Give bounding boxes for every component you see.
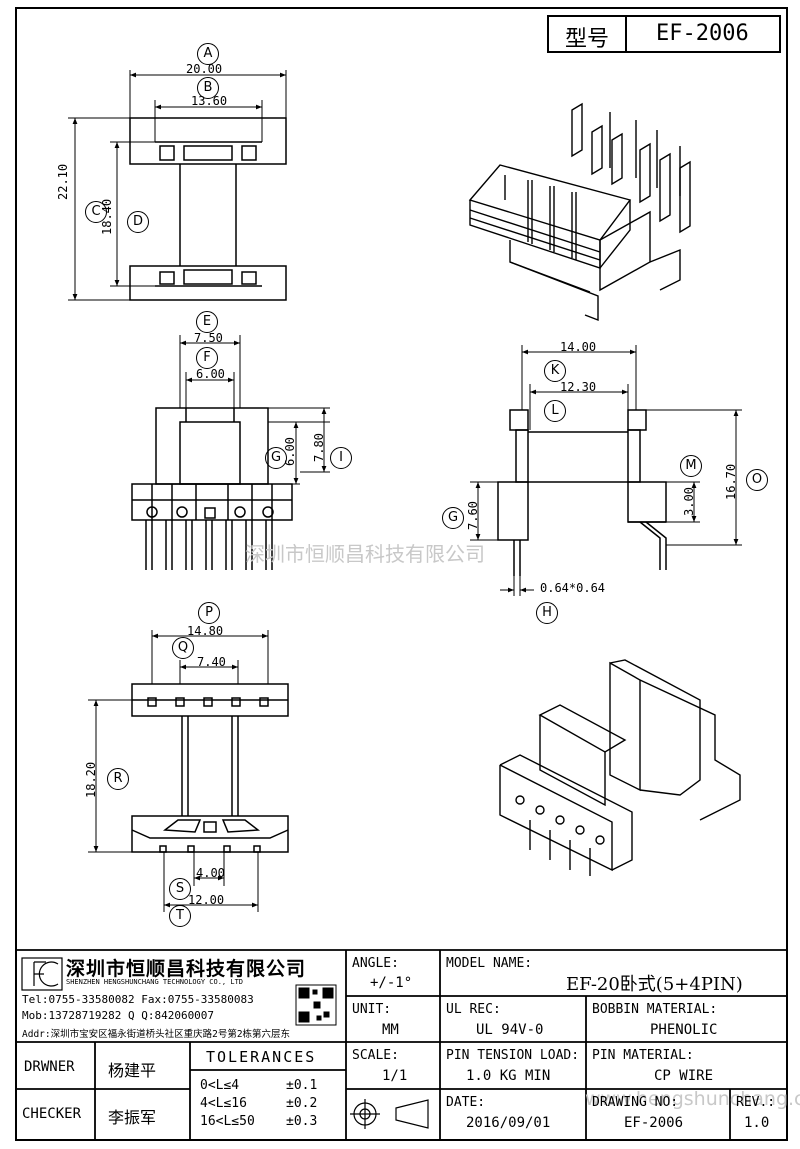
bottom-view (131, 683, 289, 853)
company-tel: Tel:0755-33580082 Fax:0755-33580083 (22, 993, 254, 1006)
drawing-border (15, 7, 788, 1141)
callout-c: C (85, 201, 107, 223)
angle-value: +/-1° (370, 975, 413, 991)
callout-i: I (330, 447, 352, 469)
dim-p: 14.80 (187, 624, 224, 638)
model-name-value: EF-20卧式(5+4PIN) (566, 974, 743, 995)
callout-g: G (442, 507, 464, 529)
bobbin-material-label: BOBBIN MATERIAL: (592, 1002, 718, 1017)
unit-value: MM (382, 1022, 399, 1038)
dim-e: 7.50 (194, 331, 223, 345)
callout-e: E (196, 311, 218, 333)
ul-rec-label: UL REC: (446, 1002, 501, 1017)
checker-value: 李振军 (108, 1108, 157, 1127)
callout-b: B (197, 77, 219, 99)
dim-c: 22.10 (56, 163, 70, 200)
date-label: DATE: (446, 1095, 486, 1110)
ul-rec-value: UL 94V-0 (476, 1022, 544, 1038)
rev-value: 1.0 (744, 1115, 770, 1131)
company-name-en: SHENZHEN HENGSHUNCHANG TECHNOLOGY CO., L… (66, 978, 244, 986)
company-addr: Addr:深圳市宝安区福永街道桥头社区重庆路2号第2栋第六层东 (22, 1029, 291, 1040)
dim-o: 16.70 (724, 463, 738, 500)
scale-label: SCALE: (352, 1048, 399, 1063)
qr-code-icon (295, 984, 337, 1026)
callout-h: H (536, 602, 558, 624)
front-view (131, 407, 293, 570)
callout-d: D (127, 211, 149, 233)
model-number: EF-2006 (656, 21, 749, 46)
drawing-no-value: EF-2006 (624, 1115, 684, 1131)
callout-m: M (680, 455, 702, 477)
drawing-no-label: DRAWING NO: (592, 1095, 679, 1110)
top-view (129, 117, 287, 301)
checker-label: CHECKER (22, 1106, 82, 1122)
dim-g-side: 7.60 (466, 501, 480, 530)
callout-q: Q (172, 637, 194, 659)
dim-b: 13.60 (191, 94, 228, 108)
callout-a: A (197, 43, 219, 65)
callout-g: G (265, 447, 287, 469)
dim-i: 7.80 (312, 433, 326, 462)
company-name-cn: 深圳市恒顺昌科技有限公司 (66, 958, 307, 980)
tolerances-label: TOLERANCES (206, 1048, 317, 1066)
dim-k: 14.00 (560, 340, 597, 354)
tolerance-range: 4<L≤16 (200, 1096, 247, 1111)
watermark-corner: www.hengshunchang.com (585, 1088, 800, 1110)
scale-value: 1/1 (382, 1068, 408, 1084)
side-view (497, 409, 667, 576)
dim-t: 12.00 (188, 893, 225, 907)
pin-tension-label: PIN TENSION LOAD: (446, 1048, 580, 1063)
dim-s: 4.00 (196, 866, 225, 880)
callout-p: P (198, 602, 220, 624)
unit-label: UNIT: (352, 1002, 392, 1017)
dim-a: 20.00 (186, 62, 223, 76)
dim-f: 6.00 (196, 367, 225, 381)
date-value: 2016/09/01 (466, 1115, 551, 1131)
callout-s: S (169, 878, 191, 900)
title-block-grid (16, 949, 787, 1140)
tolerance-value: ±0.3 (286, 1114, 318, 1129)
callout-t: T (169, 905, 191, 927)
angle-label: ANGLE: (352, 956, 399, 971)
dim-h: 0.64*0.64 (540, 581, 606, 595)
tolerance-value: ±0.1 (286, 1078, 318, 1093)
pin-material-value: CP WIRE (654, 1068, 714, 1084)
callout-k: K (544, 360, 566, 382)
watermark-center: 深圳市恒顺昌科技有限公司 (245, 542, 485, 566)
callout-r: R (107, 768, 129, 790)
model-label: 型号 (565, 27, 610, 52)
bobbin-material-value: PHENOLIC (650, 1022, 718, 1038)
model-name-label: MODEL NAME: (446, 956, 533, 971)
rev-label: REV.: (736, 1095, 776, 1110)
projection-symbol-icon (350, 1099, 429, 1129)
callout-o: O (746, 469, 768, 491)
dim-m: 3.00 (682, 487, 696, 516)
company-mob: Mob:13728719282 Q Q:842060007 (22, 1009, 215, 1022)
tolerance-range: 0<L≤4 (200, 1078, 240, 1093)
model-header-box (547, 15, 781, 53)
dim-q: 7.40 (197, 655, 226, 669)
callout-f: F (196, 347, 218, 369)
isometric-view-bottom (499, 659, 741, 876)
dim-r: 18.20 (84, 761, 98, 798)
pin-material-label: PIN MATERIAL: (592, 1048, 694, 1063)
pin-tension-value: 1.0 KG MIN (466, 1068, 551, 1084)
company-logo-icon (21, 957, 63, 991)
drwner-label: DRWNER (24, 1059, 75, 1075)
isometric-view-top (468, 102, 691, 322)
drwner-value: 杨建平 (108, 1061, 157, 1080)
tolerance-range: 16<L≤50 (200, 1114, 255, 1129)
callout-l: L (544, 400, 566, 422)
tolerance-value: ±0.2 (286, 1096, 318, 1111)
dim-l: 12.30 (560, 380, 597, 394)
